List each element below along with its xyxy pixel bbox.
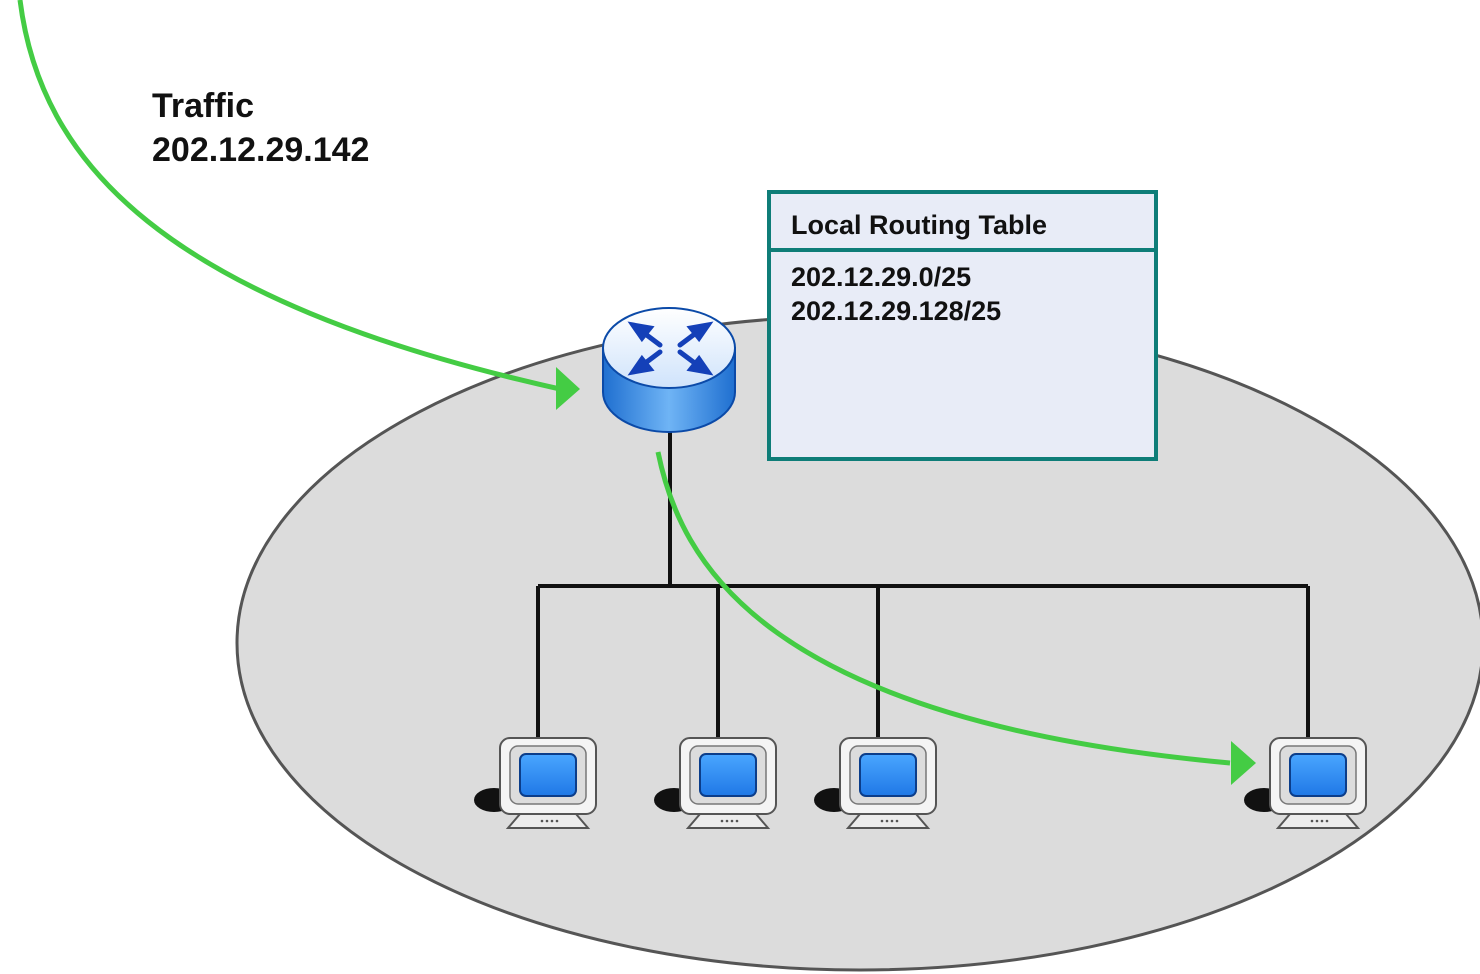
traffic-arrow-inbound [17, 0, 580, 410]
traffic-arrow-to-host [655, 451, 1256, 785]
traffic-address: 202.12.29.142 [152, 131, 370, 169]
router-icon [602, 307, 736, 433]
routing-table-entry: 202.12.29.128/25 [791, 296, 1002, 326]
local-routing-table: Local Routing Table 202.12.29.0/25 202.1… [767, 190, 1158, 461]
routing-table-entry: 202.12.29.0/25 [791, 262, 972, 292]
routing-table-title: Local Routing Table [771, 194, 1154, 252]
traffic-title: Traffic [152, 87, 255, 125]
network-bus [536, 430, 1310, 740]
traffic-label: Traffic 202.12.29.142 [152, 84, 369, 172]
